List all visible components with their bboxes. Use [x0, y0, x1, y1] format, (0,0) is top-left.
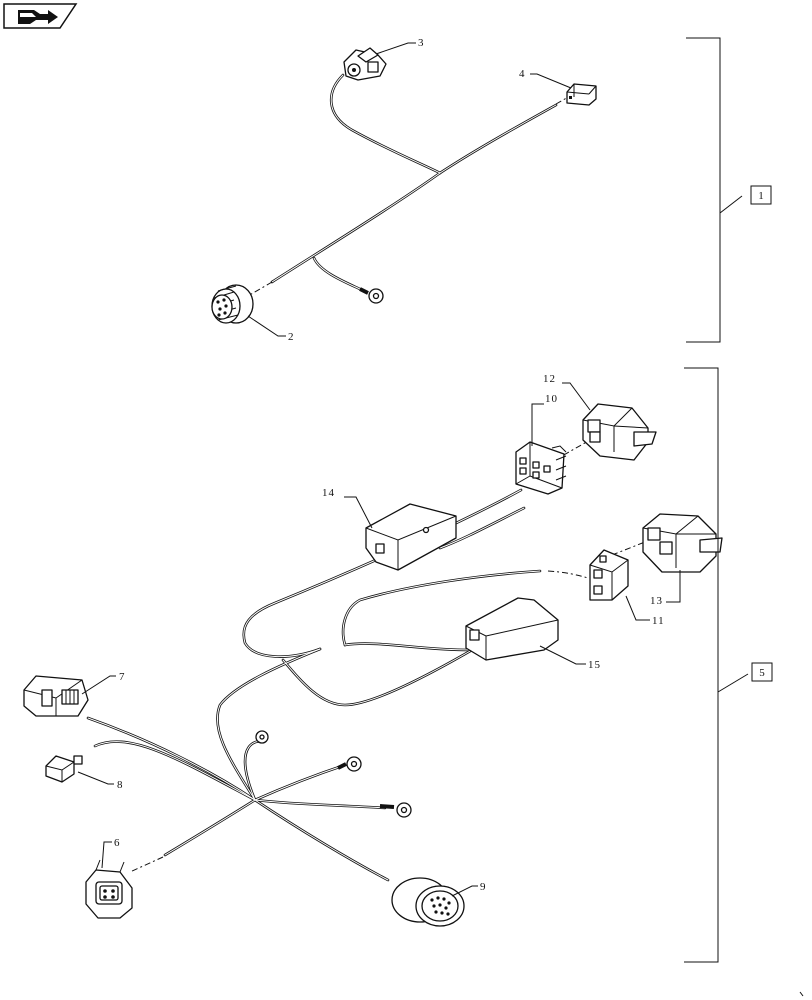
- module-14[interactable]: [365, 503, 457, 571]
- callout-8[interactable]: 8: [117, 779, 124, 791]
- leader-15: [539, 645, 586, 665]
- leader-10: [531, 403, 544, 446]
- leader-7: [81, 675, 116, 695]
- callout-13[interactable]: 13: [650, 595, 663, 607]
- callout-12[interactable]: 12: [543, 373, 556, 385]
- connector-2[interactable]: [211, 284, 254, 324]
- callout-14[interactable]: 14: [322, 487, 335, 499]
- callout-10[interactable]: 10: [545, 393, 558, 405]
- bracket-assembly-5: [684, 367, 719, 963]
- ring-terminal: [379, 802, 412, 818]
- leader-8: [77, 771, 114, 785]
- leader-11: [625, 595, 650, 621]
- leader-5: [717, 673, 749, 693]
- callout-box-5[interactable]: [751, 662, 773, 682]
- connector-8[interactable]: [45, 755, 83, 783]
- callout-7[interactable]: 7: [119, 671, 126, 683]
- callout-3[interactable]: 3: [418, 37, 425, 49]
- connector-9[interactable]: [391, 877, 465, 927]
- ring-terminal: [337, 756, 362, 772]
- callout-4[interactable]: 4: [519, 68, 526, 80]
- callout-1[interactable]: 1: [758, 190, 764, 202]
- relay-12[interactable]: [582, 403, 657, 461]
- leader-12: [562, 382, 591, 411]
- leader-3: [375, 42, 416, 55]
- leader-13: [666, 570, 681, 603]
- callout-box-1[interactable]: [750, 185, 772, 205]
- leader-4: [530, 73, 572, 89]
- leader-14: [344, 496, 373, 529]
- callout-2[interactable]: 2: [288, 331, 295, 343]
- corner-mark: [799, 991, 804, 997]
- harness-assembly-5: 5 12 10 14 13 11 15 7 8 6 9: [23, 367, 773, 963]
- callout-5[interactable]: 5: [759, 667, 765, 679]
- callout-11[interactable]: 11: [652, 615, 665, 627]
- connector-10[interactable]: [515, 441, 567, 495]
- leader-6: [101, 841, 112, 869]
- ring-terminal: [359, 287, 384, 304]
- wire-bundle: [86, 488, 542, 882]
- connector-4[interactable]: [566, 83, 597, 106]
- leader-9: [451, 885, 478, 897]
- callout-15[interactable]: 15: [588, 659, 601, 671]
- connector-11[interactable]: [589, 549, 629, 601]
- book-arrow-icon[interactable]: [3, 3, 78, 29]
- connector-7[interactable]: [23, 675, 89, 717]
- callout-9[interactable]: 9: [480, 881, 487, 893]
- leader-1: [719, 195, 743, 214]
- relay-13[interactable]: [642, 513, 723, 573]
- connector-3[interactable]: [343, 47, 387, 81]
- module-15[interactable]: [465, 597, 559, 661]
- bracket-assembly-1: [686, 37, 721, 343]
- harness-assembly-1: 1 3 4 2: [211, 37, 772, 343]
- ring-terminal: [255, 730, 269, 744]
- callout-6[interactable]: 6: [114, 837, 121, 849]
- leader-2: [247, 315, 286, 337]
- connector-6[interactable]: [85, 859, 133, 919]
